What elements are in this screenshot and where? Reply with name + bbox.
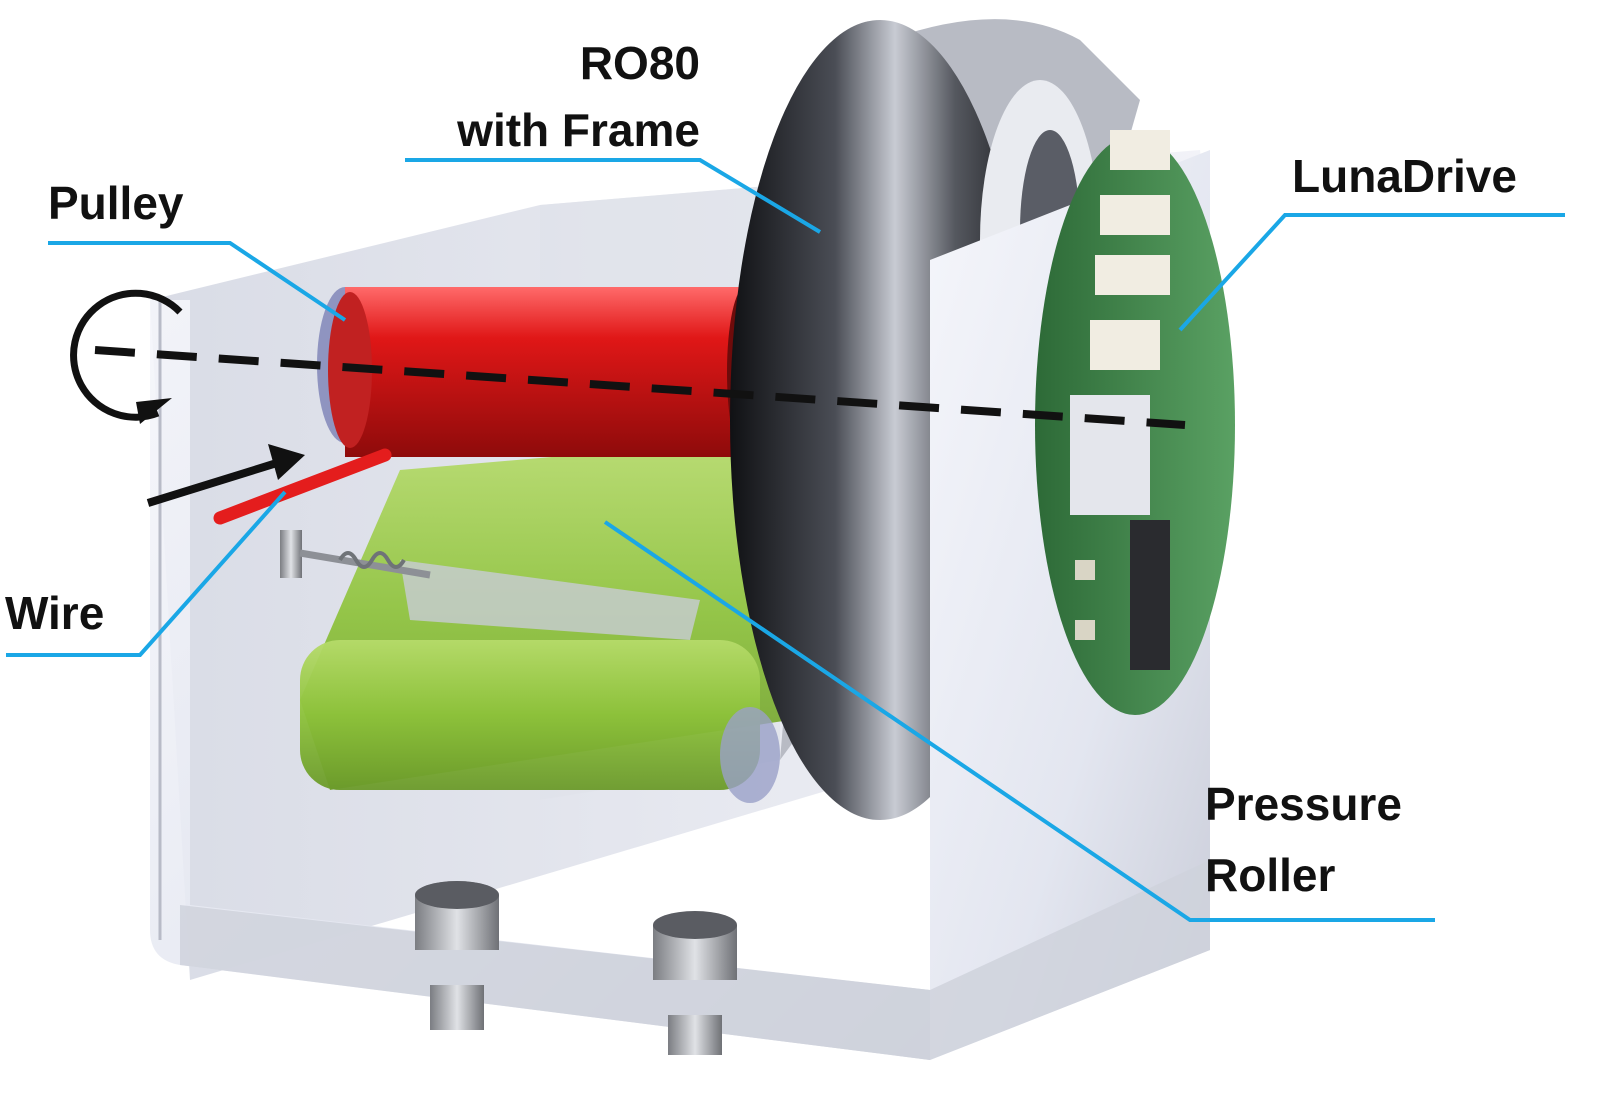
label-ro80: RO80 [579,37,700,89]
mounting-bolts [415,881,737,1055]
leader-wire [6,490,287,657]
leader-ro80 [405,158,822,234]
label-wire: Wire [5,587,105,639]
leader-lunadrive [1178,213,1565,332]
lunadrive-pcb [1035,130,1235,715]
label-ro80-frame: with Frame [457,104,700,156]
leader-pressure-roller [603,520,1435,922]
label-lunadrive: LunaDrive [1292,150,1517,202]
pulley-cylinder [317,287,763,457]
wire-feed-arrow-icon [146,444,305,507]
label-roller: Roller [1205,849,1336,901]
leader-pulley [48,241,347,322]
label-pressure: Pressure [1205,778,1402,830]
leader-lines [6,158,1565,922]
rotation-arrow-icon [70,289,183,424]
wire-strand [213,448,392,525]
spring-bolt [280,530,431,579]
label-pulley: Pulley [48,177,184,229]
pressure-roller [300,440,790,803]
